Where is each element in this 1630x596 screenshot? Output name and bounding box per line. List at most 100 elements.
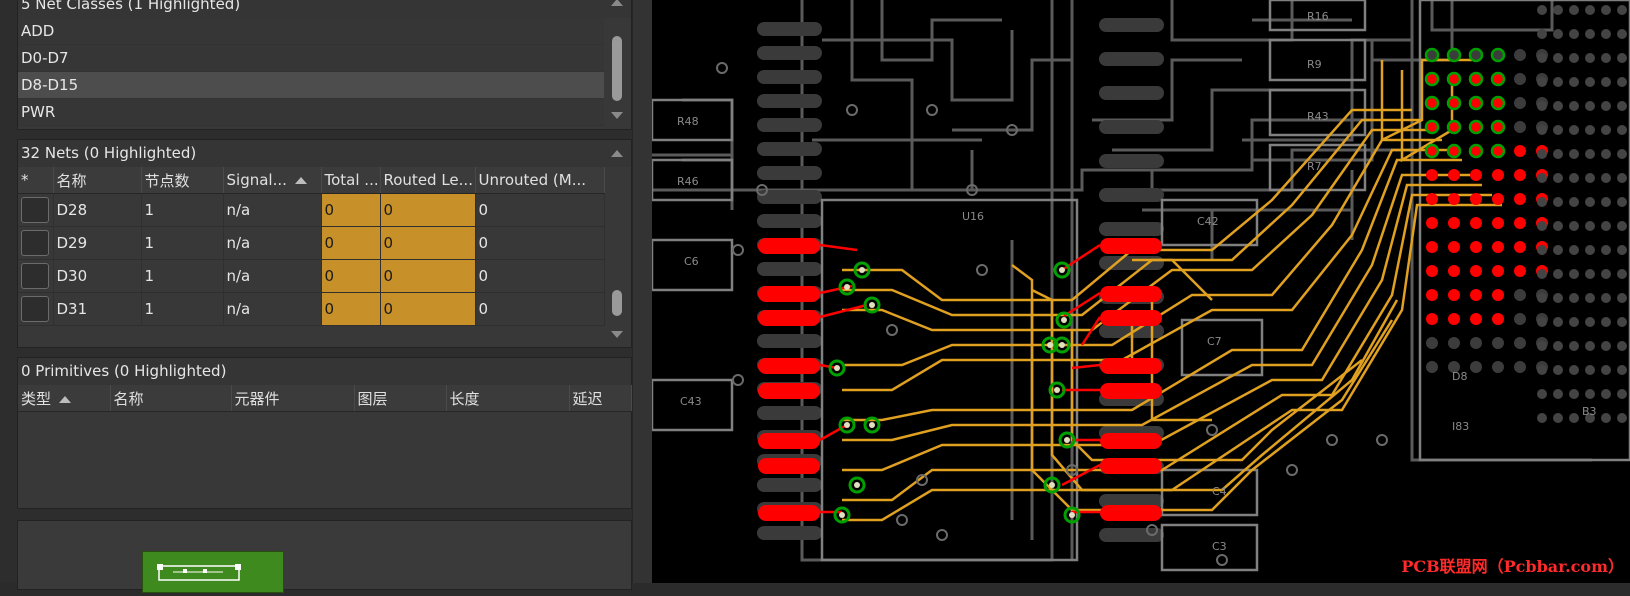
primitives-header: 0 Primitives (0 Highlighted) <box>18 358 631 385</box>
cell-unrouted: 0 <box>475 259 605 293</box>
net-class-item[interactable]: ADD <box>18 18 604 45</box>
row-select-button[interactable] <box>21 296 49 322</box>
orange-trace <box>842 173 1472 442</box>
bga-ball <box>1514 337 1526 349</box>
red-pad <box>1100 458 1162 474</box>
nets-collapse-chevron-icon[interactable] <box>611 150 623 157</box>
component-outline <box>652 238 734 292</box>
bga-ball <box>1492 217 1504 229</box>
primitives-column-header[interactable]: 类型 <box>18 385 111 412</box>
pad-slot <box>757 166 822 180</box>
bga-ball <box>1514 97 1526 109</box>
row-select-button[interactable] <box>21 230 49 256</box>
bga-ball <box>1514 49 1526 61</box>
row-select-button[interactable] <box>21 197 49 223</box>
nets-column-header[interactable]: Unrouted (M... <box>475 167 605 194</box>
primitives-column-header[interactable]: 元器件 <box>231 385 355 412</box>
red-stub <box>819 423 848 442</box>
bga-ball-gray <box>1601 53 1611 63</box>
nets-column-header[interactable]: 名称 <box>53 167 142 194</box>
row-select-button[interactable] <box>21 263 49 289</box>
via <box>853 261 871 279</box>
via <box>1041 336 1059 354</box>
nets-column-header[interactable]: 节点数 <box>141 167 224 194</box>
bga-ball <box>1448 289 1460 301</box>
nets-column-header[interactable]: * <box>18 167 54 194</box>
bga-ball <box>1426 49 1438 61</box>
bga-ball-gray <box>1585 317 1595 327</box>
gray-trace <box>880 0 1002 62</box>
bga-via <box>1446 143 1462 159</box>
red-pad <box>758 505 820 521</box>
cell-routed: 0 <box>380 226 476 260</box>
red-pad <box>758 238 820 254</box>
net-class-item[interactable]: D0-D7 <box>18 45 604 72</box>
primitives-column-header[interactable]: 图层 <box>354 385 447 412</box>
bga-ball-gray <box>1537 245 1547 255</box>
via <box>848 476 866 494</box>
bga-ball-gray <box>1569 173 1579 183</box>
bga-via <box>1424 119 1440 135</box>
primitives-column-header[interactable]: 延迟 <box>569 385 632 412</box>
bga-ball-gray <box>1537 221 1547 231</box>
cell-routed: 0 <box>380 259 476 293</box>
nets-scroll-down-icon[interactable] <box>611 331 623 338</box>
bga-ball-gray <box>1617 5 1627 15</box>
cell-unrouted: 0 <box>475 226 605 260</box>
watermark: PCB联盟网（Pcbbar.com） <box>1401 557 1624 576</box>
bga-ball-gray <box>1617 341 1627 351</box>
bga-ball-gray <box>1601 125 1611 135</box>
bga-ball <box>1448 241 1460 253</box>
via-hole <box>834 365 840 371</box>
bga-ball-gray <box>1617 197 1627 207</box>
gray-via <box>1006 124 1018 136</box>
pane-splitter[interactable] <box>632 0 653 583</box>
nets-column-header[interactable]: Total ... <box>321 167 381 194</box>
bga-ball-gray <box>1569 149 1579 159</box>
bga-ball-gray <box>1537 29 1547 39</box>
bga-ball <box>1448 97 1460 109</box>
bga-via <box>1468 47 1484 63</box>
net-class-item[interactable]: D8-D15 <box>18 72 604 99</box>
net-classes-scrollbar-thumb[interactable] <box>612 36 622 101</box>
orange-trace <box>842 203 1502 522</box>
bga-ball-gray <box>1617 293 1627 303</box>
nets-scrollbar-thumb[interactable] <box>612 290 622 316</box>
bga-ball-gray <box>1569 269 1579 279</box>
primitives-column-header[interactable]: 名称 <box>110 385 232 412</box>
scroll-up-icon[interactable] <box>611 0 623 6</box>
column-label: 类型 <box>21 389 52 408</box>
row-select-cell <box>18 259 54 293</box>
board-thumbnail[interactable] <box>142 551 284 593</box>
column-label: 长度 <box>449 389 480 408</box>
bga-ball <box>1448 265 1460 277</box>
nets-column-header[interactable]: Signal... <box>223 167 322 194</box>
bga-ball-gray <box>1601 221 1611 231</box>
gray-via <box>732 374 744 386</box>
bga-ball <box>1492 49 1504 61</box>
via <box>1043 476 1061 494</box>
column-label: 名称 <box>113 389 144 408</box>
scroll-down-icon[interactable] <box>611 112 623 119</box>
nets-column-header[interactable]: Routed Le... <box>380 167 476 194</box>
bga-ball-gray <box>1585 389 1595 399</box>
bga-ball-gray <box>1569 5 1579 15</box>
designator-label: U16 <box>962 210 984 223</box>
primitives-column-header[interactable]: 长度 <box>446 385 570 412</box>
bga-ball <box>1514 241 1526 253</box>
bga-ball-gray <box>1601 173 1611 183</box>
red-pad <box>1100 505 1162 521</box>
cell-nodes: 1 <box>141 259 224 293</box>
designator-label: R43 <box>1307 110 1329 123</box>
gray-via <box>886 324 898 336</box>
net-class-item[interactable]: PWR <box>18 99 604 126</box>
bga-via <box>1490 47 1506 63</box>
bga-ball-gray <box>1569 101 1579 111</box>
